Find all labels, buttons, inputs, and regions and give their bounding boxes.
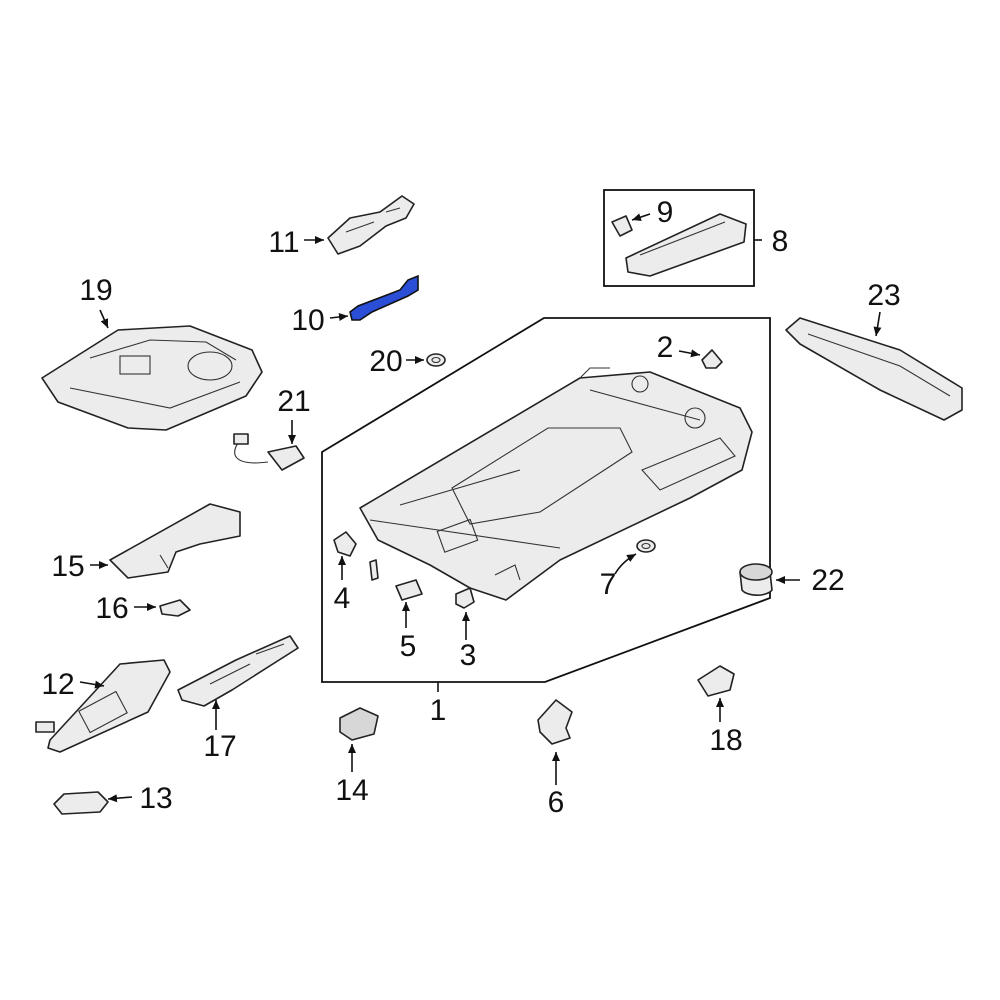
callout-labels: 1 2 3 4 5 6 7 8 9 10 11 12 13 14 15 16 1… (41, 196, 900, 819)
callout-9: 9 (657, 196, 674, 229)
part-8-group[interactable] (603, 189, 762, 287)
callout-18: 18 (709, 724, 742, 757)
callout-17: 17 (203, 730, 236, 763)
callout-21: 21 (277, 385, 310, 418)
part-7-grommet[interactable] (614, 539, 656, 575)
callout-8: 8 (772, 225, 789, 258)
part-12-sun-visor[interactable] (35, 659, 171, 753)
part-10-grab-handle[interactable] (329, 274, 419, 321)
callout-20: 20 (369, 345, 402, 378)
callout-1: 1 (430, 694, 447, 727)
headliner-frame (321, 317, 771, 692)
part-22-speaker[interactable] (739, 563, 800, 597)
callout-15: 15 (51, 550, 84, 583)
callout-23: 23 (867, 279, 900, 312)
callout-4: 4 (334, 582, 351, 615)
part-23-trim-panel[interactable] (785, 311, 963, 421)
headliner-panel[interactable] (359, 367, 753, 601)
part-5-pad[interactable] (395, 579, 423, 628)
part-9-clip[interactable] (611, 213, 651, 237)
part-6-bracket[interactable] (537, 699, 573, 785)
part-16-clip[interactable] (134, 599, 191, 617)
callout-12: 12 (41, 668, 74, 701)
part-21-harness[interactable] (233, 420, 305, 471)
part-11-bracket[interactable] (304, 195, 415, 255)
part-14-switch[interactable] (339, 707, 379, 772)
part-19-console[interactable] (41, 309, 263, 431)
callout-3: 3 (460, 639, 477, 672)
part-3-clip[interactable] (455, 587, 475, 640)
callout-22: 22 (811, 564, 844, 597)
callout-11: 11 (268, 226, 299, 259)
part-20-grommet[interactable] (406, 353, 446, 367)
part-4-clip[interactable] (333, 531, 379, 581)
part-18-switch[interactable] (697, 665, 735, 722)
callout-10: 10 (291, 304, 324, 337)
callout-19: 19 (79, 274, 112, 307)
part-15-harness[interactable] (90, 503, 241, 579)
part-17-bracket[interactable] (177, 635, 299, 730)
callout-2: 2 (657, 331, 674, 364)
callout-14: 14 (335, 774, 368, 807)
callout-5: 5 (400, 630, 417, 663)
callout-6: 6 (548, 786, 565, 819)
callout-7: 7 (600, 568, 617, 601)
part-13-hook[interactable] (53, 791, 133, 815)
part-2-clip[interactable] (678, 349, 723, 369)
callout-16: 16 (95, 592, 128, 625)
callout-13: 13 (139, 782, 172, 815)
